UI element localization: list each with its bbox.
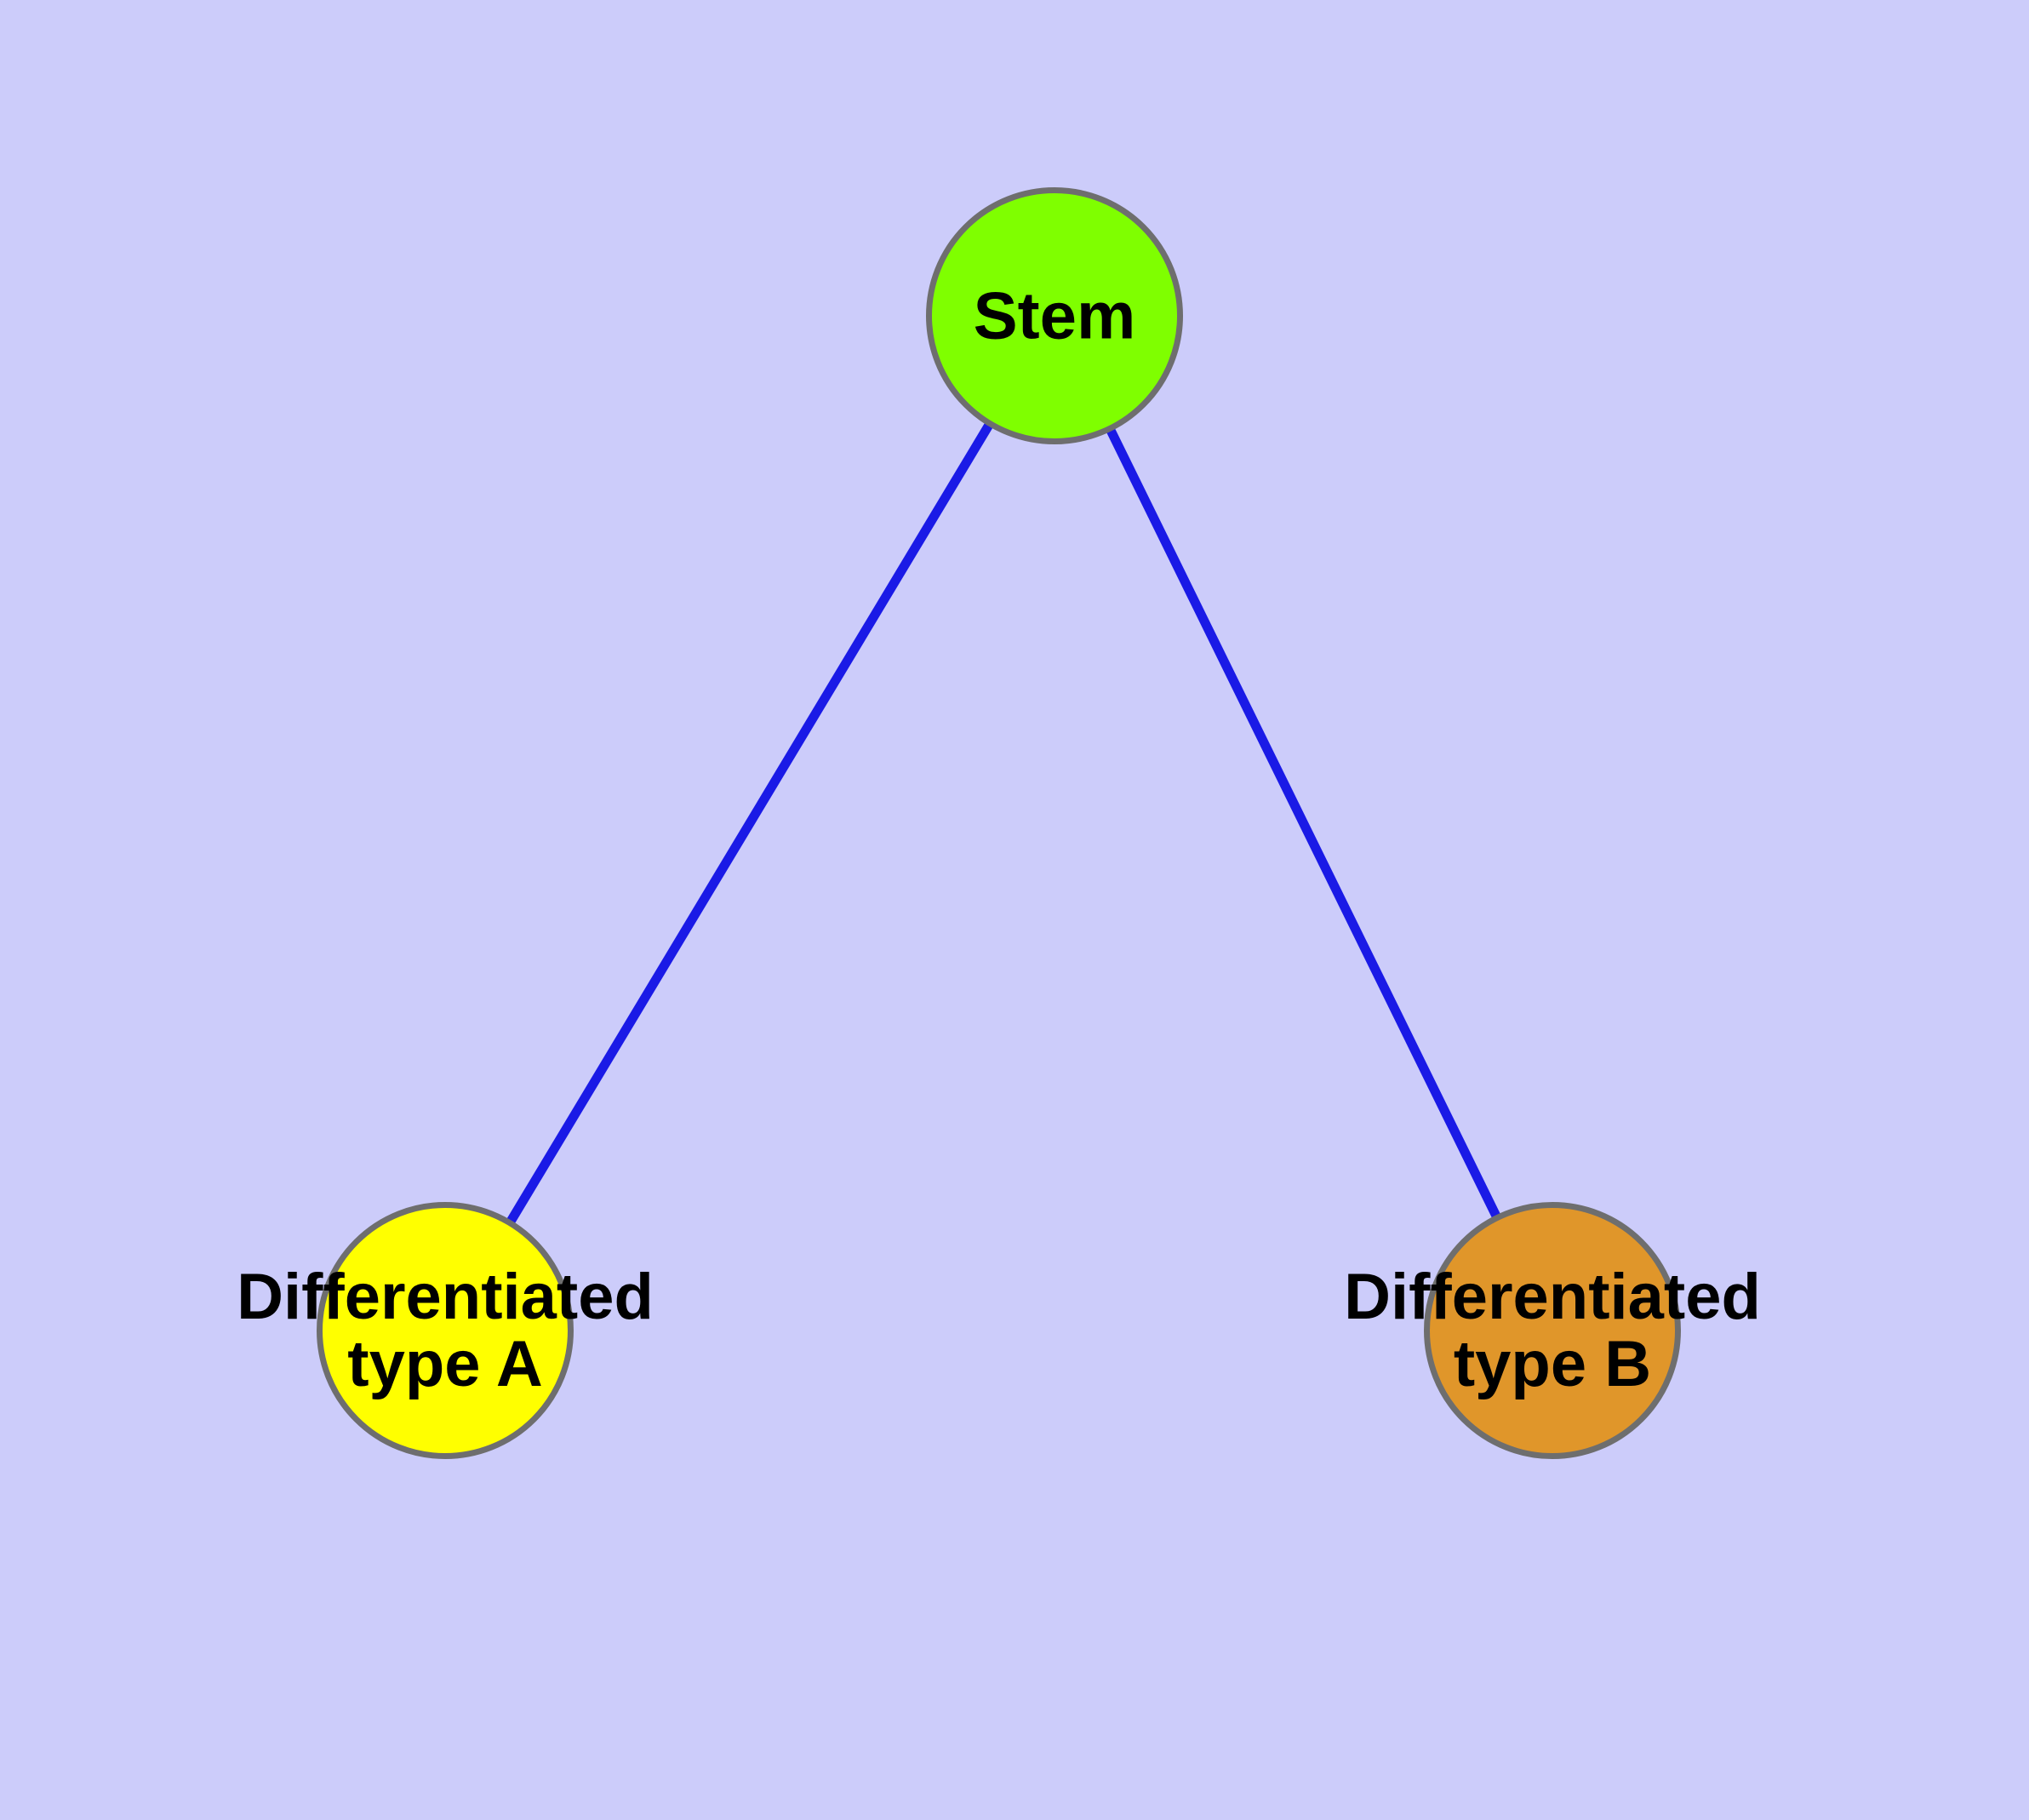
edges-layer bbox=[441, 313, 1557, 1333]
node-circle-stem[interactable] bbox=[926, 187, 1183, 444]
node-circle-diff-a[interactable] bbox=[317, 1202, 574, 1459]
node-circle-diff-b[interactable] bbox=[1424, 1202, 1681, 1459]
edge-stem-diff-a[interactable] bbox=[441, 313, 1059, 1333]
edge-stem-diff-b[interactable] bbox=[1050, 313, 1557, 1333]
nodes-layer bbox=[317, 187, 1681, 1459]
